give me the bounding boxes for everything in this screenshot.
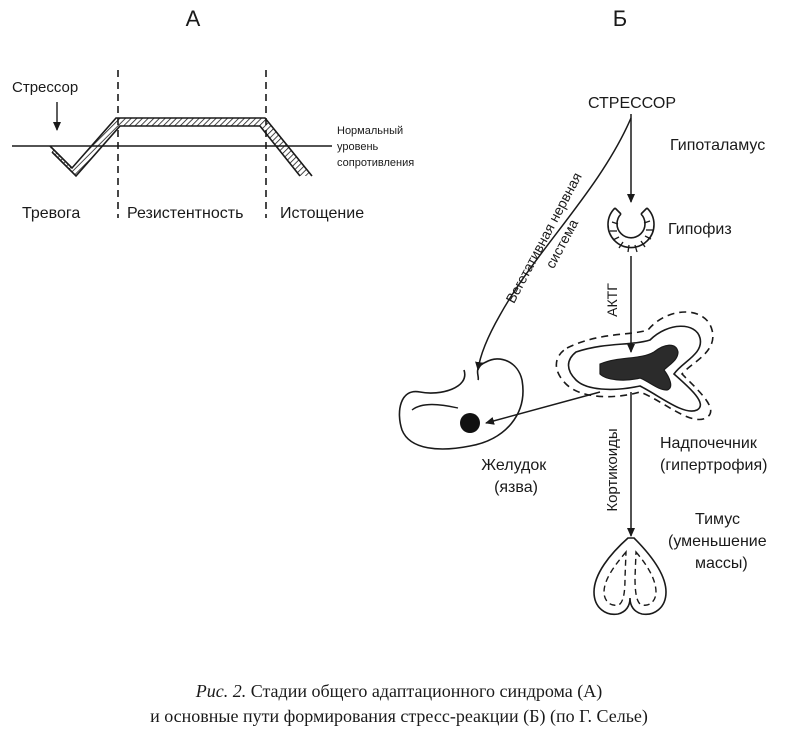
pituitary-gland — [607, 207, 655, 253]
caption-line2: и основные пути формирования стресс-реак… — [150, 706, 648, 727]
resistance-curve-fill — [50, 118, 312, 176]
ulcer-dot — [460, 413, 480, 433]
adrenal-label: Надпочечник (гипертрофия) — [660, 435, 767, 474]
normal-level-label: Нормальный уровень сопротивления — [337, 125, 414, 169]
panel-b: Б СТРЕССОР Гипоталамус Гипофи — [398, 6, 771, 616]
panel-b-letter: Б — [613, 6, 627, 31]
stressor-label-a: Стрессор — [12, 79, 78, 96]
stressor-label-b: СТРЕССОР — [588, 95, 676, 112]
pituitary-label: Гипофиз — [668, 221, 732, 238]
thymus — [593, 537, 667, 616]
phase-exhaustion-label: Истощение — [280, 205, 364, 222]
corticoids-label: Кортикоиды — [604, 428, 621, 511]
adrenal-gland — [555, 311, 714, 421]
figure-caption: Рис. 2. Стадии общего адаптационного син… — [150, 681, 648, 727]
stomach — [398, 358, 524, 450]
caption-line1: Рис. 2. Стадии общего адаптационного син… — [195, 681, 603, 702]
resistance-curve-lower — [51, 125, 301, 178]
phase-alarm-label: Тревога — [22, 205, 80, 222]
panel-a-letter: А — [186, 6, 201, 31]
resistance-curve-upper — [49, 117, 313, 177]
panel-a: А Стрессор Нормальный уровень сопротивле… — [12, 6, 414, 222]
actg-label: АКТГ — [604, 283, 620, 317]
pathway-adrenal-to-stomach — [485, 391, 601, 425]
phase-resistance-label: Резистентность — [127, 205, 243, 222]
thymus-label: Тимус (уменьшение массы) — [668, 511, 771, 572]
pathway-autonomic — [475, 117, 632, 371]
hypothalamus-label: Гипоталамус — [670, 137, 765, 154]
stomach-label: Желудок (язва) — [481, 457, 550, 496]
